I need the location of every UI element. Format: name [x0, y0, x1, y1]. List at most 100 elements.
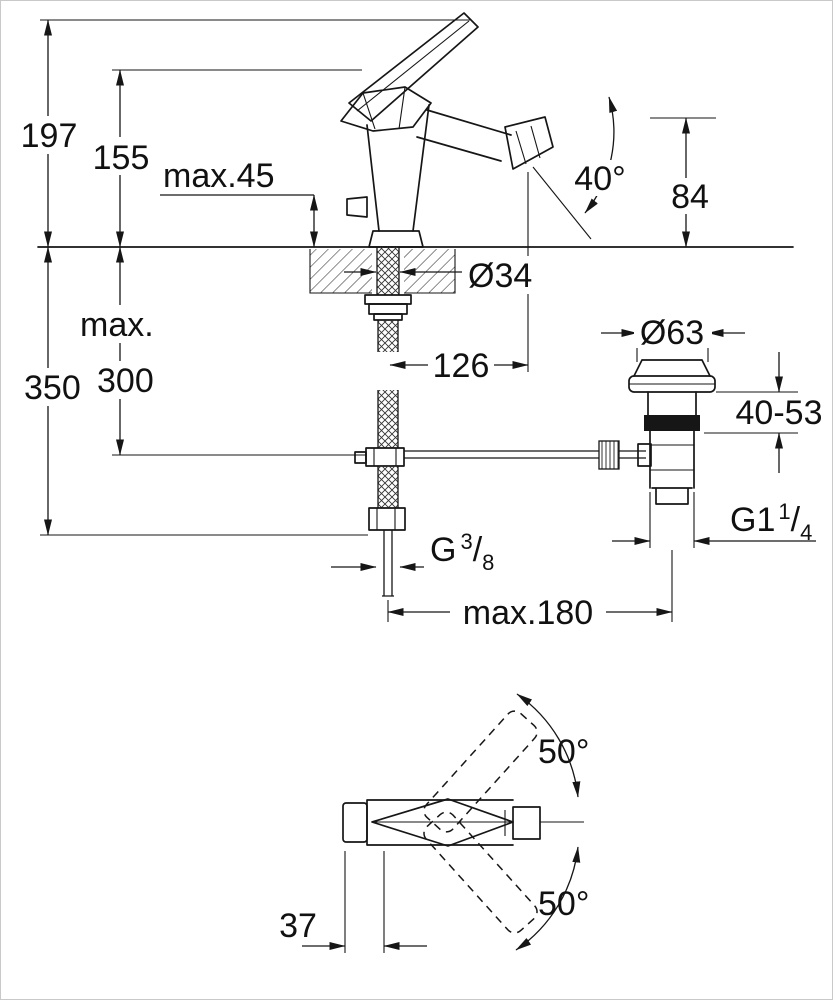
dim-label-40deg: 40°: [574, 160, 625, 198]
label-bg-max: [76, 305, 148, 343]
aerator: [504, 116, 554, 170]
hose-middle: [378, 390, 398, 448]
drain-body: [649, 430, 695, 489]
label-bg-155: [92, 137, 150, 175]
waste-thread-prefix: G1: [730, 501, 775, 539]
deck-hatch-right: [404, 249, 455, 293]
dim-label-max: max.: [80, 306, 154, 344]
hose-upper-edges: [377, 320, 399, 352]
dimension-hole-dia: Ø34: [344, 256, 548, 295]
threaded-shank: [377, 247, 399, 295]
dimension-37: 37: [279, 851, 427, 953]
angle-arc-40deg: [584, 96, 618, 214]
deck-section-edges: [309, 249, 456, 294]
hose-thread-denominator: 8: [482, 550, 494, 575]
shank-edges: [376, 247, 400, 295]
deck-hatch-left: [310, 249, 372, 293]
hose-thread-prefix: G: [430, 531, 456, 569]
popup-rod: [404, 450, 599, 459]
dimension-40deg: 40°: [570, 96, 630, 214]
dimension-max180: max.180: [387, 550, 673, 632]
faucet-lever: [348, 12, 479, 122]
rod-tee-lines: [373, 448, 397, 466]
dimension-126: 126: [389, 347, 529, 385]
dim-label-waste-dia: Ø63: [640, 314, 704, 352]
spout-top-edge: [426, 109, 512, 136]
dimension-swing-lower: 50°: [515, 846, 589, 951]
hose-end-tube: [382, 530, 394, 597]
rod-adjuster-knurl: [598, 440, 620, 470]
hose-thread-numerator: 3: [460, 529, 472, 554]
dim-label-197: 197: [21, 117, 78, 155]
drain-lever-boss: [637, 443, 652, 467]
waste-thread-denominator: 4: [800, 520, 812, 545]
spout-axis-line: [532, 166, 592, 240]
dim-label-swing-upper: 50°: [538, 733, 589, 771]
dimension-max45: max.45: [160, 157, 318, 248]
swing-arc-lower: [515, 846, 581, 951]
label-bg-84: [667, 178, 713, 214]
plan-body-outline: [366, 799, 514, 846]
shank-and-hoses: [354, 247, 412, 597]
label-bg-300: [93, 361, 157, 399]
rod-tee-stub: [354, 451, 367, 464]
dim-label-37: 37: [279, 907, 317, 945]
label-bg-197: [20, 116, 80, 154]
label-bg-126: [428, 347, 494, 383]
spout-bottom-edge: [416, 136, 502, 162]
hose-upper: [378, 320, 398, 352]
ext-lines-37: [344, 851, 385, 953]
dim-label-350: 350: [24, 369, 81, 407]
drain-neck: [647, 391, 697, 416]
hose-end-nut: [368, 507, 406, 531]
popup-drain: [404, 359, 716, 505]
dimension-swing-upper: 50°: [516, 693, 589, 798]
label-bg-max180: [450, 593, 606, 631]
dimension-waste-dia: Ø63: [601, 314, 745, 362]
hose-lower-edges: [377, 466, 399, 508]
drain-tailpiece: [651, 487, 693, 505]
faucet-lever-inner-line: [356, 20, 470, 112]
plan-faucet-body: [342, 710, 584, 934]
drain-seal-band: [644, 415, 700, 431]
plan-right-cap: [512, 806, 541, 840]
hose-lower: [378, 466, 398, 508]
dim-label-84: 84: [671, 178, 709, 216]
dimension-84: 84: [650, 117, 716, 248]
drain-body-lines: [650, 444, 694, 471]
faucet-body: [340, 12, 592, 372]
aerator-inner-lines: [515, 125, 541, 165]
dim-label-max180: max.180: [463, 594, 593, 632]
dim-label-hole-dia: Ø34: [468, 257, 532, 295]
plan-view: 50° 50° 37: [279, 693, 589, 953]
dim-label-swing-lower: 50°: [538, 885, 589, 923]
dim-label-clamp-range: 40-53: [736, 394, 823, 432]
hose-middle-edges: [377, 390, 399, 448]
waste-thread-numerator: 1: [778, 499, 790, 524]
dim-label-155: 155: [93, 139, 150, 177]
swing-arc-upper: [516, 693, 581, 798]
dimension-300: max. 300: [76, 246, 366, 456]
dimension-350: 350: [20, 246, 368, 536]
label-bg-hole: [464, 256, 548, 294]
faucet-body-right-edge: [412, 104, 430, 232]
dim-label-126: 126: [433, 347, 490, 385]
plan-body-lines: [372, 810, 513, 836]
dim-label-max45: max.45: [163, 157, 275, 195]
faucet-hub-facets: [362, 86, 406, 130]
popup-knob: [346, 196, 368, 218]
waste-thread-slash: /: [791, 501, 801, 539]
label-bg-40deg: [570, 160, 630, 196]
label-bg-waste-dia: [634, 314, 712, 348]
dim-label-300: 300: [97, 362, 154, 400]
label-bg-350: [20, 368, 84, 406]
drain-rim: [633, 359, 711, 377]
dimension-197: 197: [20, 19, 470, 248]
rod-link: [619, 450, 646, 459]
